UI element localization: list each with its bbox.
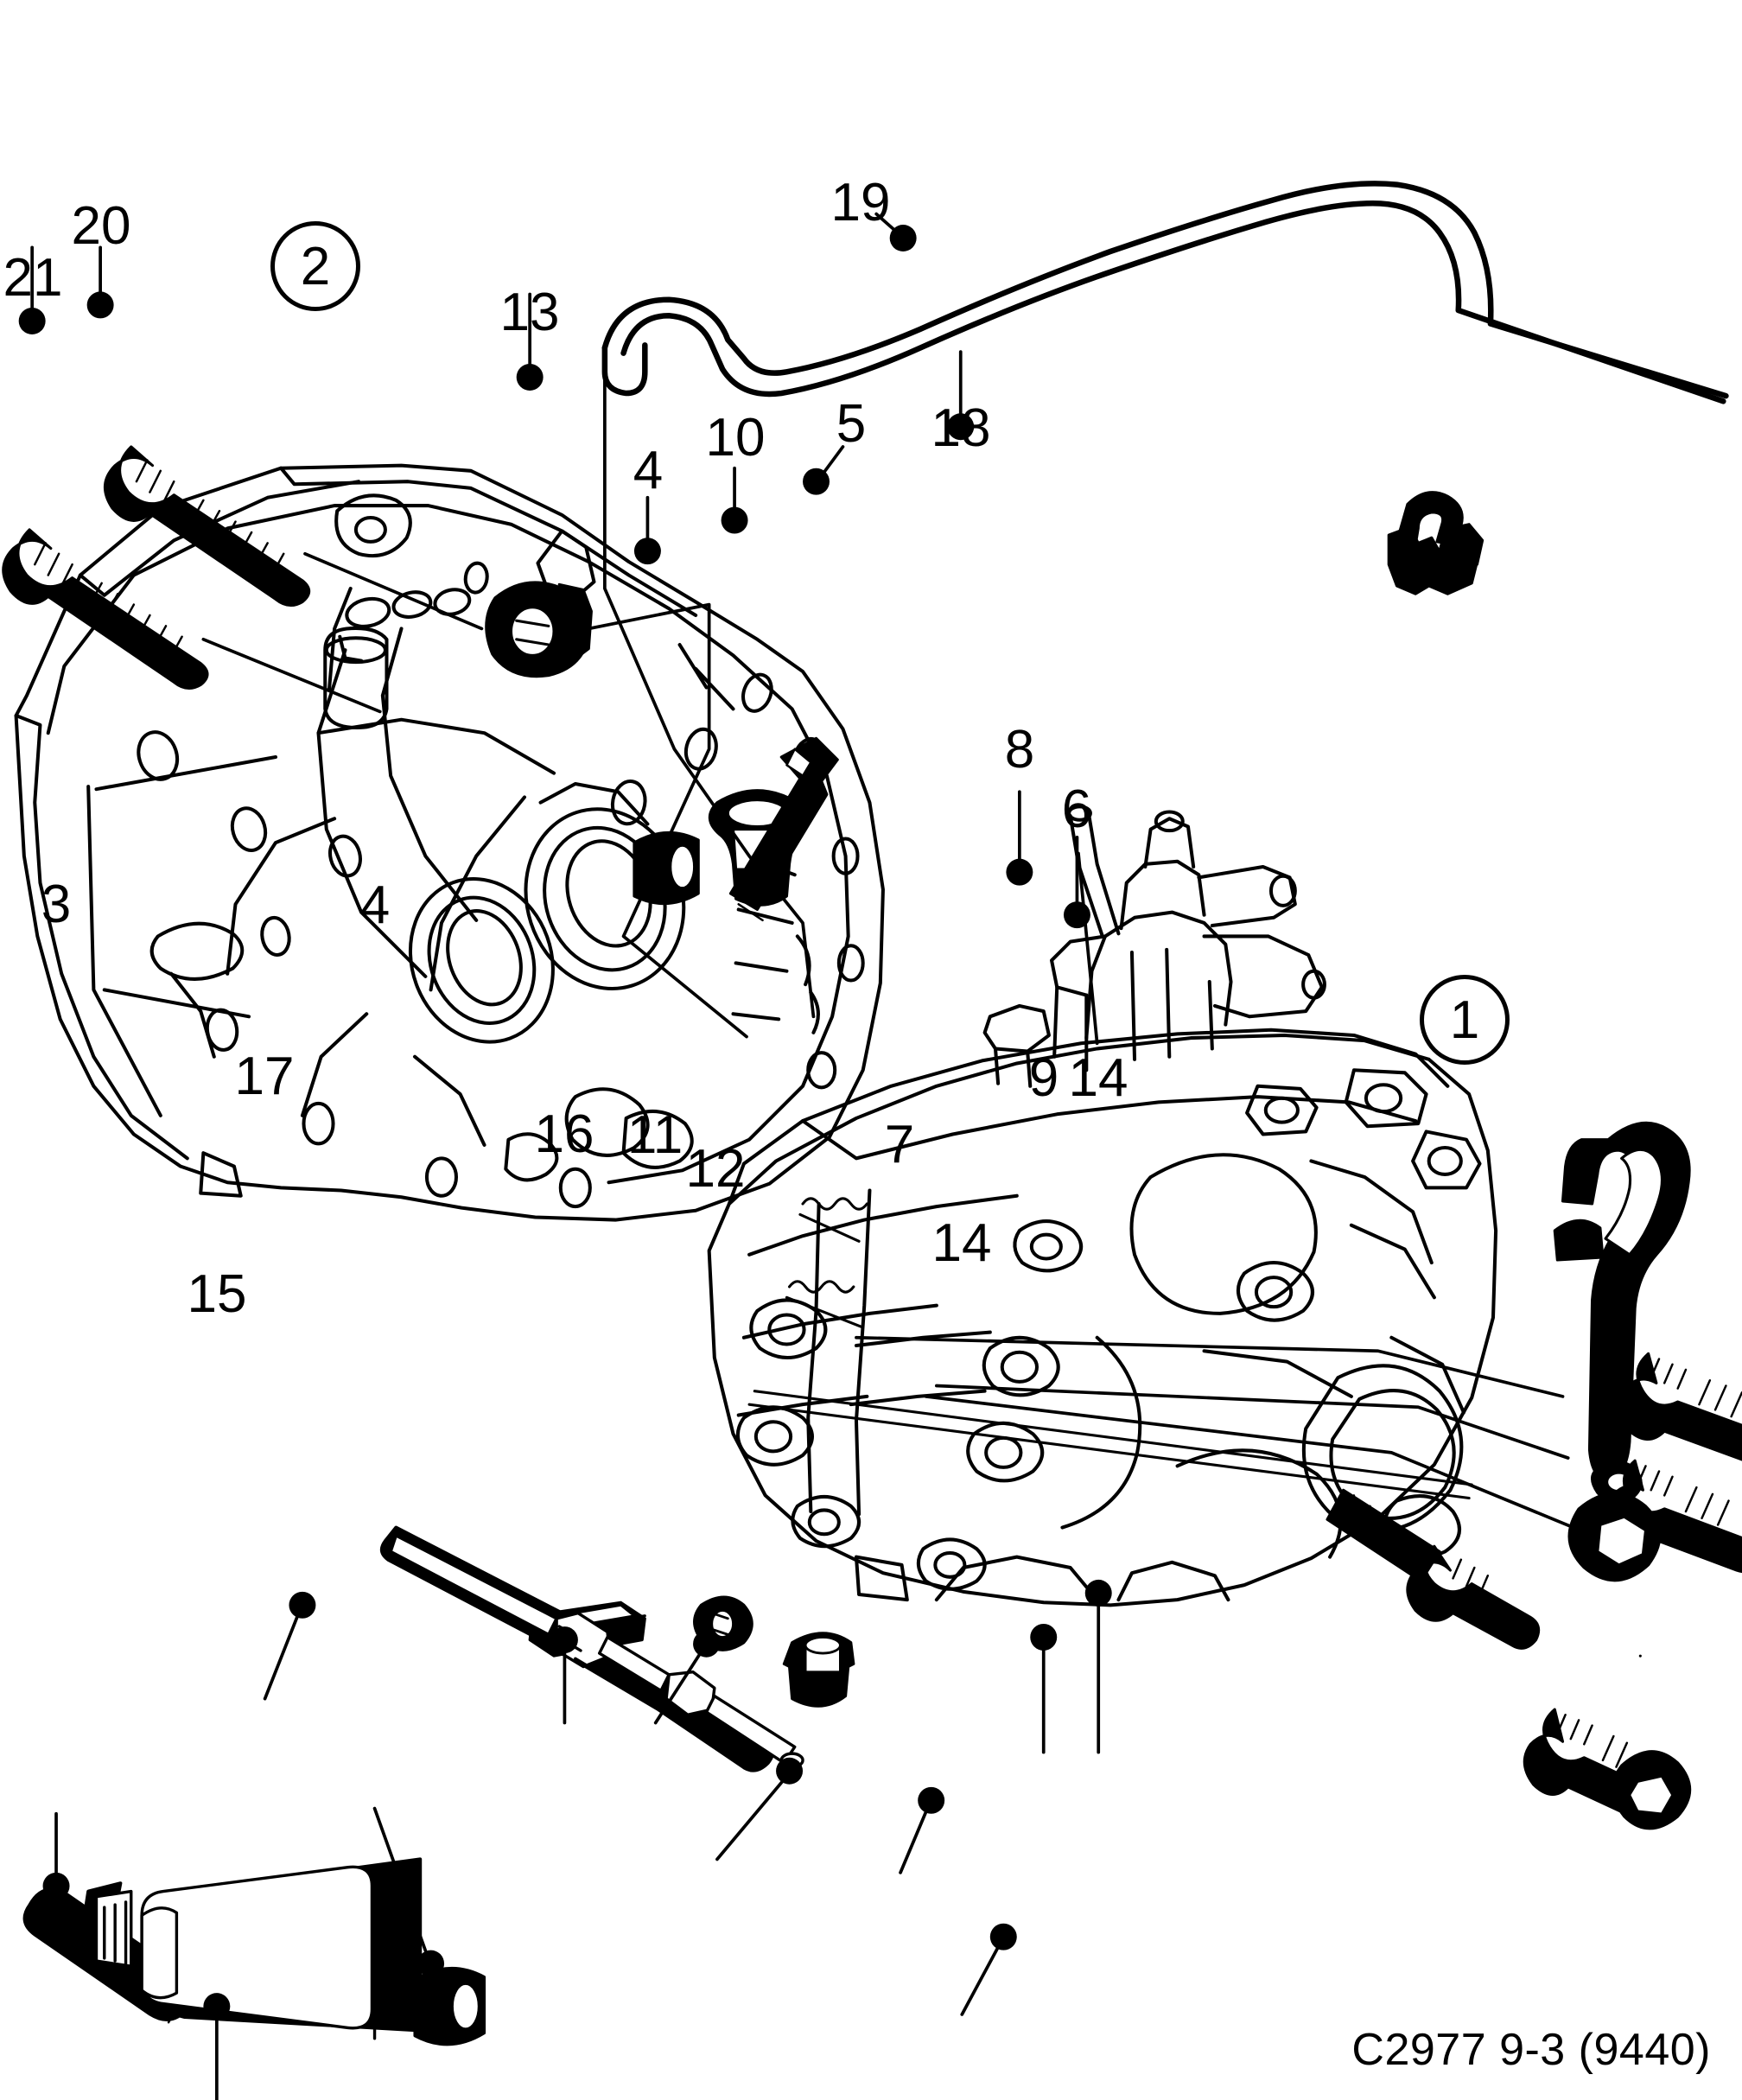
dowel-4-lower-bore	[423, 1981, 480, 2033]
callout-4-dowel-upper: 4	[633, 441, 664, 500]
sheet-caption: C2977 9-3 (9440)	[1351, 2025, 1711, 2075]
callout-8-bracket: 8	[1004, 720, 1035, 780]
callout-18-hose-clip: 18	[931, 398, 991, 458]
callout-14-bolt-right: 14	[1068, 1048, 1128, 1108]
bolt-20	[104, 445, 311, 607]
plug-13-detail	[509, 606, 556, 657]
breather-hose	[601, 181, 1729, 404]
callout-13-plug: 13	[499, 283, 560, 342]
callout-21-bolt: 21	[3, 248, 63, 308]
leader-dots	[18, 225, 1112, 2020]
callout-3-stud: 3	[41, 875, 72, 934]
bolt-14-bottom-threads	[1556, 1714, 1674, 1816]
bolt-6	[1618, 1352, 1742, 1461]
callout-7-bolt: 7	[884, 1115, 915, 1174]
clutch-bell-housing	[14, 463, 885, 1222]
circled-callout-1-label: 1	[1449, 990, 1480, 1050]
callout-15-sealant-tube: 15	[187, 1264, 247, 1324]
callout-6-bolt: 6	[1061, 780, 1092, 839]
small-parts-lower-detail	[542, 1603, 842, 1674]
sealant-tube-15-body	[94, 1865, 374, 2030]
shift-bracket-8	[1553, 1121, 1691, 1504]
hose-clip	[1387, 491, 1485, 595]
callout-20-bolt: 20	[71, 196, 131, 256]
bolt-21-threads	[34, 542, 183, 662]
callout-14-bolt-bottom: 14	[931, 1213, 992, 1273]
circled-callout-2: 2	[270, 221, 360, 311]
selector-rod-17-detail	[389, 1534, 804, 1769]
circled-callout-2-label: 2	[300, 236, 331, 296]
bolt-20-threads	[135, 459, 285, 579]
gearbox-case	[707, 805, 1498, 1607]
bolt-7-threads	[1342, 1494, 1490, 1596]
bolt-14-bottom	[1523, 1708, 1691, 1830]
bolt-14-right-threads	[1636, 1465, 1730, 1526]
callout-19-breather-hose: 19	[830, 173, 891, 232]
callout-5-bolt: 5	[836, 394, 867, 454]
sealant-tube-15-crimp	[372, 1868, 401, 2040]
bolt-21	[2, 528, 209, 690]
callout-17-selector-rod: 17	[234, 1047, 295, 1106]
callout-11-washer: 11	[626, 1105, 683, 1165]
circled-callout-1: 1	[1420, 975, 1510, 1065]
dowel-4-upper-bore	[643, 843, 696, 893]
leader-lines	[30, 212, 1575, 2100]
callout-10-grommet: 10	[705, 408, 766, 468]
callout-16-magnet: 16	[534, 1104, 594, 1164]
bolt-7	[1326, 1488, 1541, 1650]
callout-12-drain-plug: 12	[685, 1139, 746, 1199]
callout-4-dowel-lower: 4	[359, 875, 391, 935]
callout-9-nut: 9	[1028, 1048, 1059, 1108]
bolt-5-threads	[737, 748, 812, 922]
bolt-6-threads	[1650, 1358, 1742, 1418]
nut-9-hex	[1596, 1515, 1648, 1567]
